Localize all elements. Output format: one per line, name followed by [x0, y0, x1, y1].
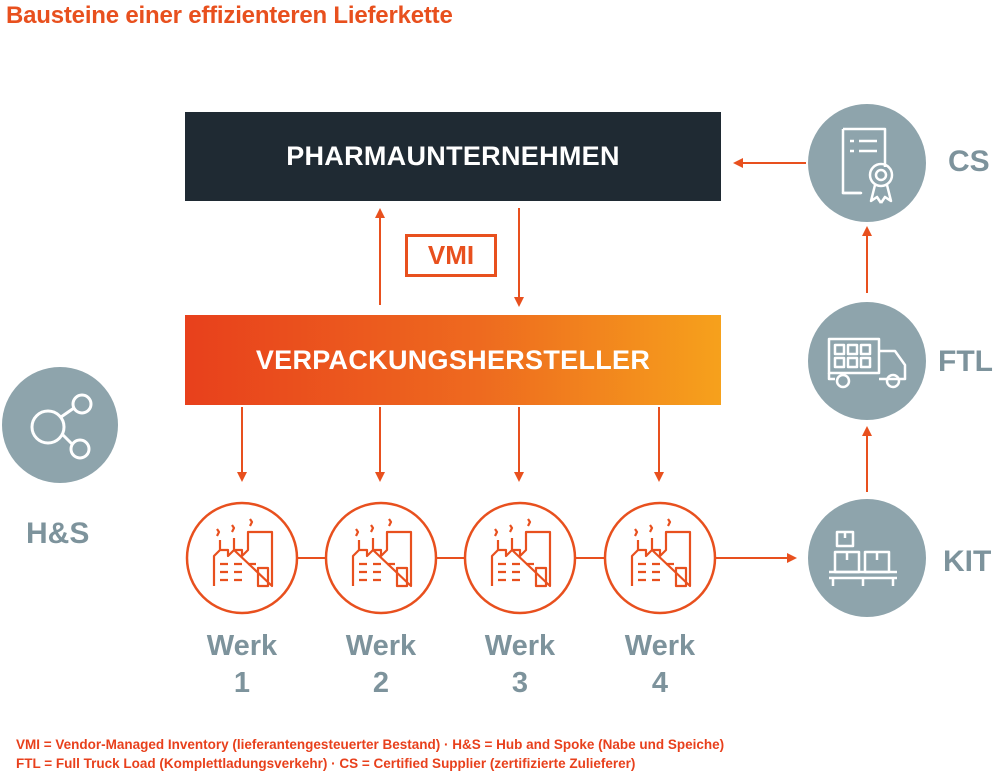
werk-2-icon	[324, 501, 438, 615]
cs-label: CS	[948, 145, 990, 178]
werk-3-word: Werk	[484, 630, 556, 662]
werk-4-icon	[603, 501, 717, 615]
kit-boxes-icon	[808, 499, 926, 617]
werk-3-number: 3	[511, 667, 529, 699]
werk-2-word: Werk	[345, 630, 417, 662]
werk-4-word: Werk	[624, 630, 696, 662]
werk-3-icon	[463, 501, 577, 615]
truck-icon	[808, 302, 926, 420]
werk-1-word: Werk	[206, 630, 278, 662]
verpackung-box: VERPACKUNGSHERSTELLER	[185, 315, 721, 405]
legend-line-1: VMI = Vendor-Managed Inventory (lieferan…	[16, 737, 725, 752]
werk-4-label: Werk 4	[610, 628, 710, 702]
kit-label: KIT	[943, 545, 992, 578]
hub-spoke-icon	[2, 367, 118, 483]
pharma-box: PHARMAUNTERNEHMEN	[185, 112, 721, 201]
page-title: Bausteine einer effizienteren Lieferkett…	[6, 2, 453, 29]
werk-1-label: Werk 1	[192, 628, 292, 702]
werk-1-number: 1	[233, 667, 251, 699]
vmi-label: VMI	[405, 234, 497, 277]
certificate-icon	[808, 104, 926, 222]
werk-2-label: Werk 2	[331, 628, 431, 702]
werk-2-number: 2	[372, 667, 390, 699]
werk-4-number: 4	[651, 667, 669, 699]
werk-3-label: Werk 3	[470, 628, 570, 702]
ftl-label: FTL	[938, 345, 993, 378]
hs-label: H&S	[26, 517, 90, 550]
werk-1-icon	[185, 501, 299, 615]
legend-line-2: FTL = Full Truck Load (Komplettladungsve…	[16, 756, 636, 771]
